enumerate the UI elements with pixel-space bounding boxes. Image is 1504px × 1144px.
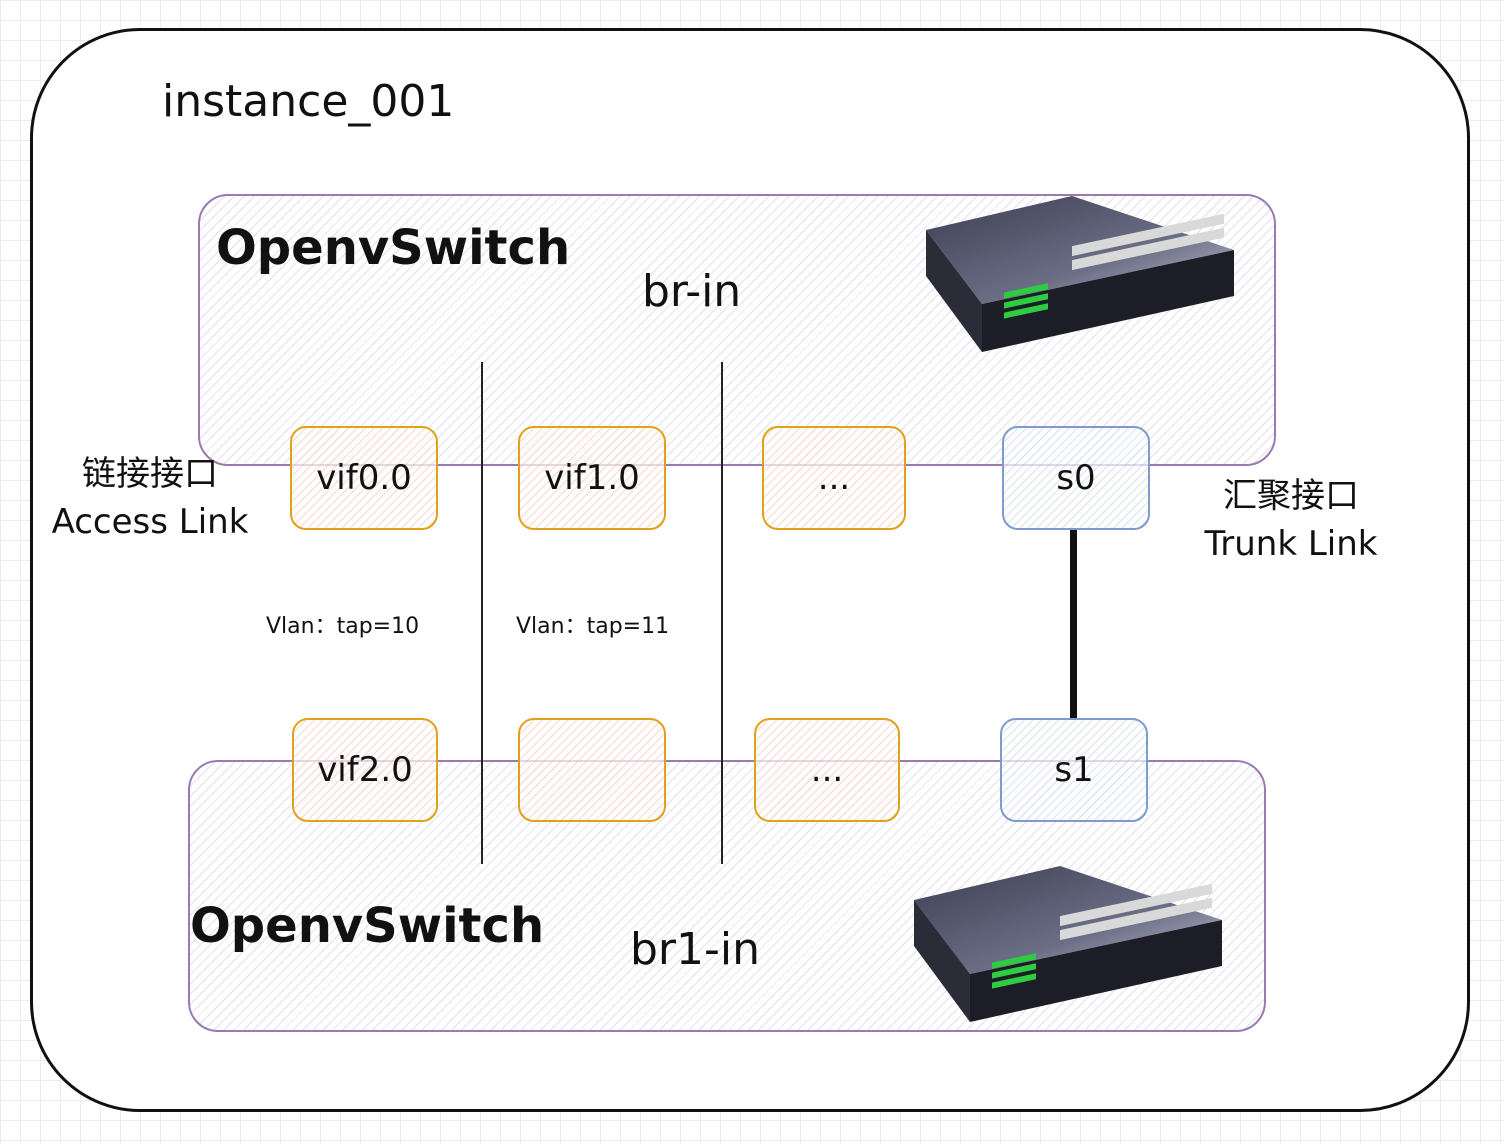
bridge-br-in <box>198 194 1276 466</box>
port-s0[interactable]: s0 <box>1002 426 1150 530</box>
trunk-link-line <box>1070 528 1077 720</box>
port-s1[interactable]: s1 <box>1000 718 1148 822</box>
access-link-label: 链接接口 Access Link <box>40 450 260 546</box>
port-vif2-0[interactable]: vif2.0 <box>292 718 438 822</box>
vlan-label-10: Vlan：tap=10 <box>266 614 420 639</box>
instance-title: instance_001 <box>162 76 455 127</box>
vlan-label-11: Vlan：tap=11 <box>516 614 670 639</box>
trunk-link-cn: 汇聚接口 <box>1223 476 1359 516</box>
port-vif1-0[interactable]: vif1.0 <box>518 426 666 530</box>
trunk-link-label: 汇聚接口 Trunk Link <box>1186 472 1396 568</box>
bridge-name-bottom: br1-in <box>630 924 761 975</box>
network-switch-icon <box>914 866 1222 1022</box>
port-empty-bottom[interactable] <box>518 718 666 822</box>
network-switch-icon <box>926 196 1234 352</box>
vlan-separator-line <box>481 362 483 864</box>
access-link-cn: 链接接口 <box>82 454 218 494</box>
switch-product-label-top: OpenvSwitch <box>216 220 571 276</box>
access-link-en: Access Link <box>51 502 249 542</box>
vlan-separator-line <box>721 362 723 864</box>
port-more-top[interactable]: ... <box>762 426 906 530</box>
port-vif0-0[interactable]: vif0.0 <box>290 426 438 530</box>
switch-ports <box>1072 213 1224 271</box>
trunk-link-en: Trunk Link <box>1204 524 1378 564</box>
port-more-bottom[interactable]: ... <box>754 718 900 822</box>
bridge-name-top: br-in <box>642 266 742 317</box>
switch-product-label-bottom: OpenvSwitch <box>190 898 545 954</box>
